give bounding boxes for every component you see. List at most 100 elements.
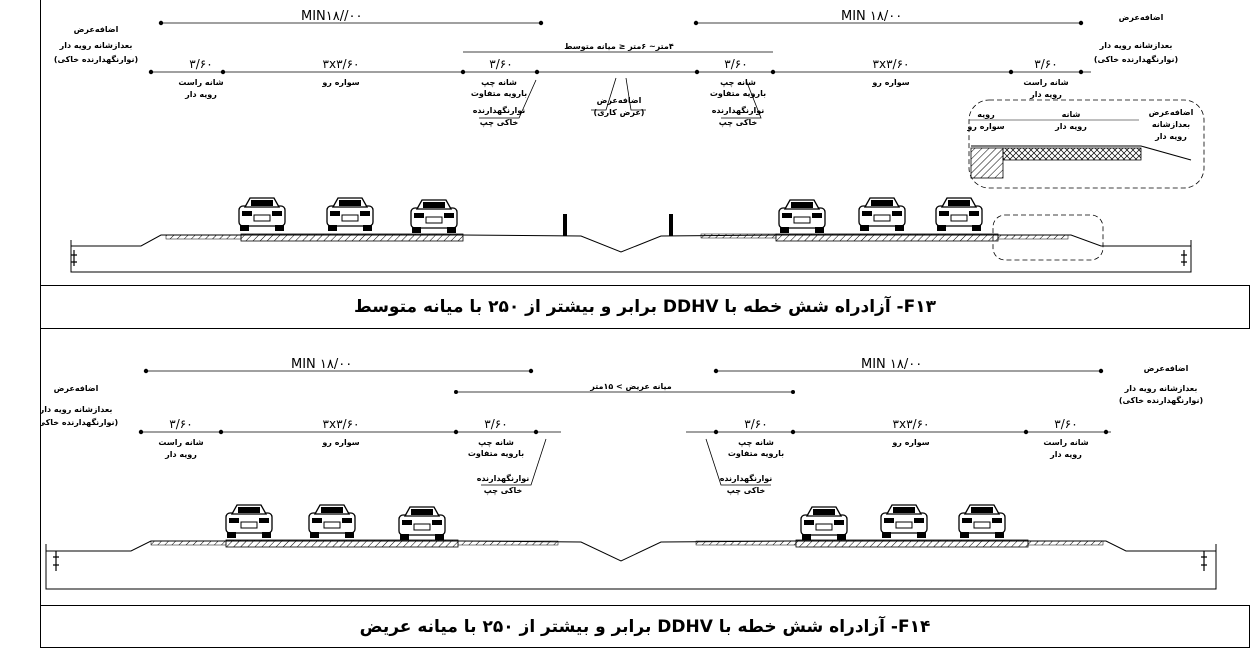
left-strip-label-left-2: خاکی چپ [480,118,519,127]
median-label: میانه عریض > ۱۵متر [589,382,672,392]
detail-shoulder-xhatch [1002,147,1142,161]
median-barrier-left [563,214,567,236]
outer-barrier-right: بعدازشانه رویه دار [1099,41,1173,50]
edge-marker-left [53,551,59,571]
dim-dot [158,20,164,26]
left-strip-label-right-2: خاکی چپ [719,118,758,127]
right-shoulder-label-left-2: رویه دار [164,450,197,459]
figure-14-drawing: MIN ۱۸/۰۰ MIN ۱۸/۰۰ میانه عریض > ۱۵متر ۳… [34,329,1250,605]
dim-dot [770,69,776,75]
outer-barrier-right-2: (نوارنگهدارنده خاکی) [1094,54,1178,64]
dim-dot [143,368,149,374]
min-label-right: MIN ۱۸/۰۰ [841,9,902,24]
outer-barrier-right: بعدازشانه رویه دار [1124,384,1198,393]
carriageway-hatch-right [795,539,1029,548]
dim-dot [218,429,224,435]
figure-13-caption-cell: F۱۳- آزادراه شش خطه با DDHV برابر و بیشت… [40,285,1250,329]
detail-surface-line [971,145,1192,161]
outer-extra-width-right: اضافه‌عرض [1144,364,1189,374]
car-icon [410,199,458,234]
dim-right-shoulder-right: ۳/۶۰ [1054,417,1077,431]
dim-dot [713,429,719,435]
road-profile [71,234,1191,253]
dim-dot [534,69,540,75]
car-icon [238,197,286,232]
dim-dot [1078,20,1084,26]
dim-dot [1008,69,1014,75]
detail-bubble [968,99,1205,189]
left-shoulder-label-left: شانه چپ [481,78,517,87]
car-icon [858,197,906,232]
left-strip-label-left: نوارنگهدارنده [473,105,526,115]
median-extra-label-2: (عرض کاری) [594,108,645,118]
left-strip-label-right: نوارنگهدارنده [720,473,773,483]
dim-dot [460,69,466,75]
leader-lines [479,77,762,119]
carriageway-hatch-left [225,539,459,548]
figure-13-drawing: MIN۱۸//۰۰ MIN ۱۸/۰۰ ۴متر~ ۶متر ≤ میانه م… [40,0,1250,285]
outer-barrier-left: بعدازشانه رویه دار [41,405,112,414]
ground-line [70,240,1192,273]
dim-right-shoulder-right: ۳/۶۰ [1034,57,1057,71]
left-shoulder-label-left-2: بارویه متفاوت [468,449,524,458]
dim-left-shoulder-left: ۳/۶۰ [489,57,512,71]
dim-dot [1103,429,1109,435]
shoulder-hatch-right [1027,540,1104,546]
figure-table: MIN۱۸//۰۰ MIN ۱۸/۰۰ ۴متر~ ۶متر ≤ میانه م… [34,0,1250,648]
dim-dot [453,429,459,435]
dim-dot [791,390,795,394]
right-shoulder-label-left: شانه راست [178,78,223,87]
ground-line [45,544,1217,590]
figure-13-caption: F۱۳- آزادراه شش خطه با DDHV برابر و بیشت… [354,297,936,317]
car-icon [880,504,928,539]
dim-dot [528,368,534,374]
dim-left-shoulder-right: ۳/۶۰ [724,57,747,71]
median-label: ۴متر~ ۶متر ≤ میانه متوسط [564,42,674,51]
dim-dot [138,429,144,435]
dim-dot [1098,368,1104,374]
dim-right-shoulder-left: ۳/۶۰ [169,417,192,431]
dim-dot [713,368,719,374]
min-label-left: MIN۱۸//۰۰ [301,9,362,24]
detail-label-after: بعدازشانه [1152,120,1190,129]
carriageway-hatch-left [240,233,464,242]
detail-pavement-hatch [970,147,1004,179]
detail-label-shoulder: شانه [1062,110,1081,119]
dim-dot [538,20,544,26]
dim-lanes-right: ۳x۳/۶۰ [873,57,910,71]
shoulder-hatch-right [997,234,1069,240]
detail-label-paved: رویه دار [1154,132,1187,141]
outer-extra-width-left: اضافه‌عرض [54,384,99,394]
right-shoulder-label-left-2: رویه دار [184,90,217,99]
car-icon [958,504,1006,539]
shoulder-hatch-left [150,540,227,546]
figure-14-caption-cell: F۱۴- آزادراه شش خطه با DDHV برابر و بیشت… [40,605,1250,648]
lanes-label-left: سواره رو [321,78,359,87]
detail-label-carriageway: سواره رو [966,122,1004,131]
dim-left-shoulder-left: ۳/۶۰ [484,417,507,431]
outer-barrier-right-2: (نوارنگهدارنده خاکی) [1119,395,1203,405]
right-shoulder-label-right-2: رویه دار [1029,90,1062,99]
dim-dot [220,69,226,75]
median-extra-label: اضافه‌عرض [597,96,642,106]
median-barrier-right [669,214,673,236]
detail-label-surface: رویه [977,110,995,119]
dim-dot [790,429,796,435]
carriageway-hatch-right [775,233,999,242]
dim-right-shoulder-left: ۳/۶۰ [189,57,212,71]
left-shoulder-label-right-2: بارویه متفاوت [710,89,766,98]
left-shoulder-label-right: شانه چپ [738,438,774,447]
road-profile [46,540,1216,562]
left-strip-label-right-2: خاکی چپ [727,486,766,495]
figure-14-caption: F۱۴- آزادراه شش خطه با DDHV برابر و بیشت… [359,616,931,637]
car-icon [935,197,983,232]
dim-dot [1078,69,1084,75]
cross-section-f13: MIN۱۸//۰۰ MIN ۱۸/۰۰ ۴متر~ ۶متر ≤ میانه م… [54,9,1205,273]
edge-marker-right [1201,551,1207,571]
dim-dot [148,69,154,75]
lanes-label-right: سواره رو [871,78,909,87]
dim-dot [454,390,458,394]
car-icon [225,504,273,539]
outer-extra-width-left: اضافه‌عرض [74,25,119,35]
dim-lanes-left: ۳x۳/۶۰ [323,417,360,431]
